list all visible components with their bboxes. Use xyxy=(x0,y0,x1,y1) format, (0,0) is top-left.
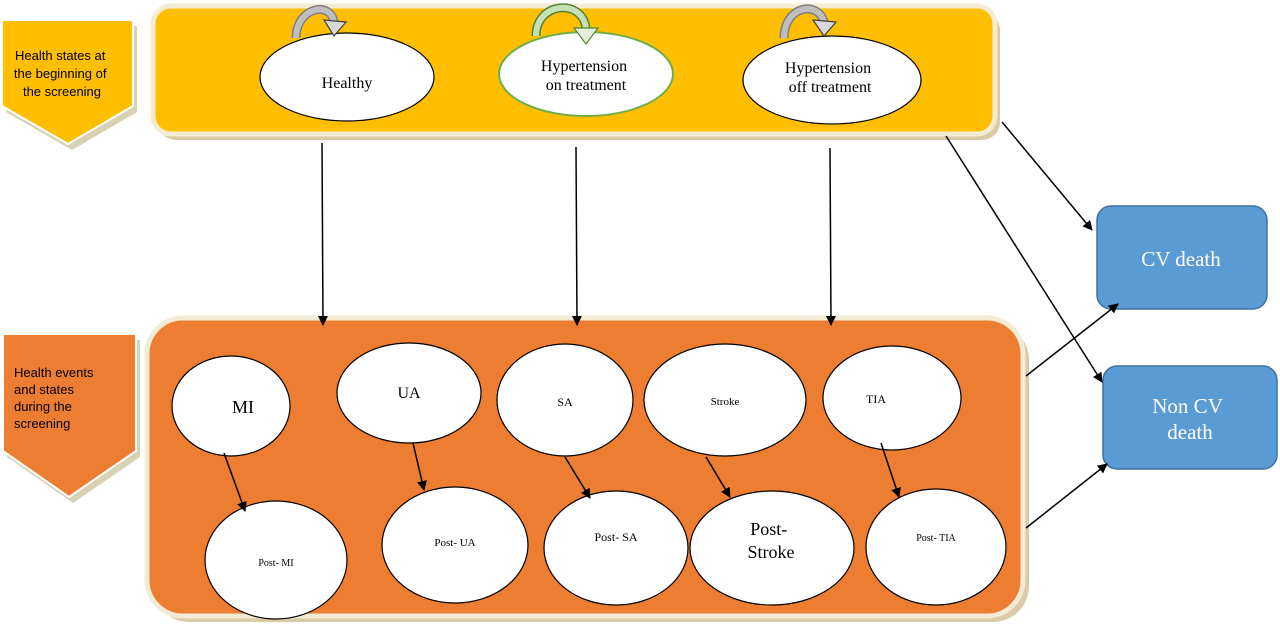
state-htn-on-label: Hypertension on treatment xyxy=(541,58,631,94)
side-label-initial-states: Health states at the beginning of the sc… xyxy=(1,19,137,150)
post-event-ua: Post- UA xyxy=(381,486,529,604)
side-label-bottom-text: Health events and states during the scre… xyxy=(14,365,97,431)
transition-arrows-vertical xyxy=(317,142,836,326)
side-label-top-text: Health states at the beginning of the sc… xyxy=(14,48,110,99)
cv-death-label: CV death xyxy=(1141,247,1221,271)
state-htn-off-label: Hypertension off treatment xyxy=(785,60,875,96)
post-stroke-label: Post- Stroke xyxy=(748,519,795,562)
post-event-tia: Post- TIA xyxy=(865,488,1007,606)
event-mi: MI xyxy=(171,355,291,457)
curved-arrow-icon xyxy=(291,5,348,39)
outcome-non-cv-death: Non CV death xyxy=(1102,365,1278,470)
state-healthy: Healthy xyxy=(259,32,435,122)
post-mi-label: Post- MI xyxy=(258,558,293,569)
post-sa-label: Post- SA xyxy=(594,530,637,544)
post-event-mi: Post- MI xyxy=(204,500,348,620)
non-cv-death-label: Non CV death xyxy=(1152,394,1227,444)
curved-arrow-icon xyxy=(779,4,838,39)
post-ua-label: Post- UA xyxy=(434,537,475,549)
outcome-cv-death: CV death xyxy=(1096,205,1268,310)
event-tia: TIA xyxy=(822,345,962,451)
event-stroke: Stroke xyxy=(643,343,807,457)
state-hypertension-on-treatment: Hypertension on treatment xyxy=(498,31,674,117)
side-label-health-events: Health events and states during the scre… xyxy=(2,333,140,503)
post-event-sa: Post- SA xyxy=(543,490,689,606)
event-ua: UA xyxy=(336,342,482,444)
post-event-stroke: Post- Stroke xyxy=(689,490,855,606)
curved-arrow-icon xyxy=(531,3,600,45)
post-tia-label: Post- TIA xyxy=(916,533,956,544)
event-sa: SA xyxy=(496,343,634,457)
event-mi-label: MI xyxy=(232,397,254,417)
state-hypertension-off-treatment: Hypertension off treatment xyxy=(742,35,922,125)
state-healthy-label: Healthy xyxy=(322,75,373,92)
transition-arrows-death xyxy=(945,121,1119,529)
event-sa-label: SA xyxy=(557,395,573,409)
event-stroke-label: Stroke xyxy=(711,396,740,408)
transition-arrows-post-event xyxy=(223,442,901,512)
event-ua-label: UA xyxy=(397,385,421,402)
event-tia-label: TIA xyxy=(866,392,886,406)
